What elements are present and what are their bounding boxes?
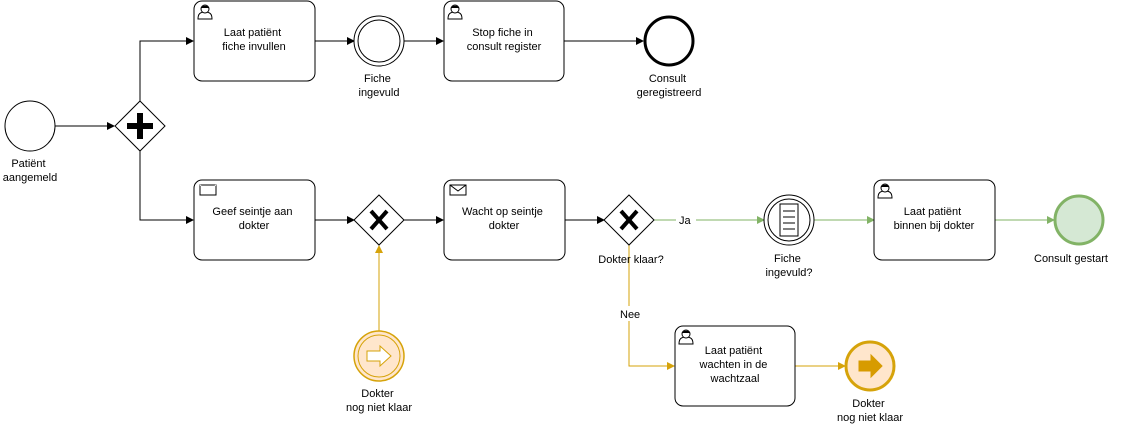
user-task-icon (447, 4, 463, 20)
flow-label-yes: Ja (679, 215, 692, 227)
start-event-doctor-not-ready[interactable]: Dokter nog niet klaar (346, 330, 412, 414)
start-event-registered[interactable]: Patiënt aangemeld (3, 100, 57, 184)
flow-parallel-to-fill-form[interactable] (139, 37, 194, 101)
end-event-doctor-not-ready[interactable]: Dokter nog niet klaar (837, 340, 903, 424)
conditional-icon (779, 203, 799, 237)
task-let-patient-fill-form-label: Laat patiënt fiche invullen (222, 27, 286, 53)
gateway-parallel-split[interactable] (114, 100, 166, 152)
x-icon (619, 209, 639, 231)
task-let-patient-in[interactable]: Laat patiënt binnen bij dokter (873, 179, 996, 261)
user-task-icon (197, 4, 213, 20)
task-let-patient-wait[interactable]: Laat patiënt wachten in de wachtzaal (674, 325, 796, 407)
task-notify-doctor-label: Geef seintje aan dokter (212, 206, 295, 232)
intermediate-event-form-condition[interactable]: Fiche ingevuld? (763, 194, 815, 279)
end-event-doctor-not-ready-label: Dokter nog niet klaar (837, 398, 903, 424)
flow-parallel-to-notify-doctor[interactable] (139, 151, 194, 224)
task-wait-for-signal-label: Wacht op seintje dokter (462, 206, 546, 232)
end-event-consult-registered-label: Consult geregistreerd (637, 73, 702, 99)
task-put-form-in-register-label: Stop fiche in consult register (467, 27, 542, 53)
task-let-patient-wait-label: Laat patiënt wachten in de wachtzaal (699, 345, 771, 385)
gateway-exclusive-merge[interactable] (353, 194, 405, 246)
task-put-form-in-register[interactable]: Stop fiche in consult register (443, 0, 565, 82)
gateway-doctor-ready-label: Dokter klaar? (598, 254, 663, 266)
end-event-consult-started-label: Consult gestart (1034, 253, 1108, 265)
signal-arrow-filled-icon (858, 353, 883, 379)
end-event-consult-registered[interactable]: Consult geregistreerd (637, 15, 702, 99)
user-task-icon (877, 183, 893, 199)
start-event-doctor-not-ready-label: Dokter nog niet klaar (346, 388, 412, 414)
end-event-consult-started[interactable]: Consult gestart (1034, 194, 1108, 265)
x-icon (369, 209, 389, 231)
task-wait-for-signal[interactable]: Wacht op seintje dokter (443, 179, 566, 261)
start-event-registered-label: Patiënt aangemeld (3, 158, 57, 184)
flow-label-yes-group: Ja (676, 212, 696, 227)
sequence-flows (55, 37, 1055, 370)
receive-message-icon (449, 184, 467, 196)
plus-icon (127, 113, 153, 139)
task-let-patient-fill-form[interactable]: Laat patiënt fiche invullen (193, 0, 316, 82)
gateway-doctor-ready[interactable]: Dokter klaar? (598, 194, 664, 266)
task-notify-doctor[interactable]: Geef seintje aan dokter (193, 179, 316, 261)
flow-no-to-let-wait[interactable] (628, 245, 675, 370)
send-message-icon (199, 184, 217, 196)
signal-arrow-outline-icon (366, 344, 392, 368)
intermediate-event-form-condition-label: Fiche ingevuld? (765, 253, 812, 279)
user-task-icon (678, 329, 694, 345)
intermediate-event-form-filled-label: Fiche ingevuld (359, 73, 400, 99)
flow-label-no: Nee (620, 309, 640, 321)
flow-label-no-group: Nee (617, 306, 643, 321)
task-let-patient-in-label: Laat patiënt binnen bij dokter (894, 206, 975, 232)
intermediate-event-form-filled[interactable]: Fiche ingevuld (353, 15, 405, 99)
